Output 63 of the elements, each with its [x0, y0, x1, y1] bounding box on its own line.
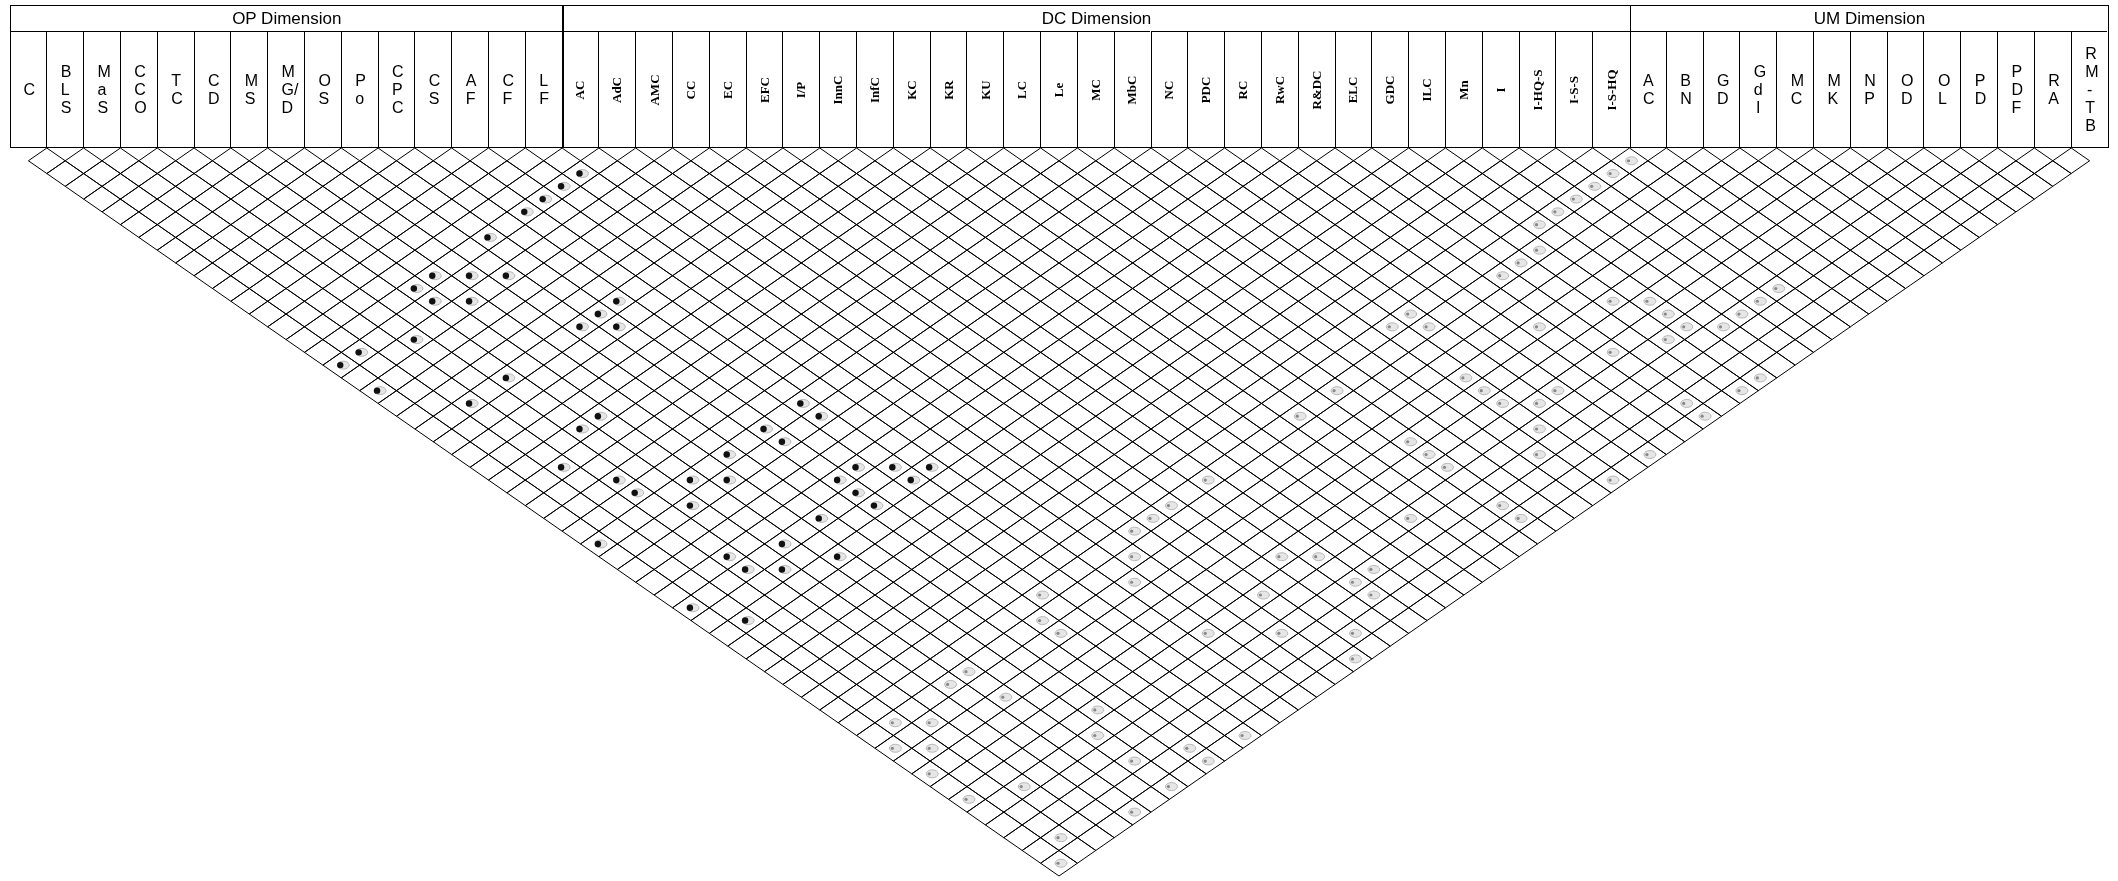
column-header: I-S-S [1555, 31, 1593, 147]
column-header: TC [156, 31, 194, 147]
column-header: MC [1776, 31, 1813, 147]
column-header: BLS [46, 31, 84, 147]
column-header: RM-TB [2070, 31, 2108, 147]
header-group [562, 5, 1631, 148]
column-header: LF [524, 31, 562, 147]
column-header: I [1481, 31, 1519, 147]
column-header: NC [1150, 31, 1188, 147]
header-group [10, 5, 564, 148]
column-header: ELC [1334, 31, 1372, 147]
column-header: CC [672, 31, 709, 147]
column-header: I/P [782, 31, 820, 147]
column-header: OS [303, 31, 341, 147]
column-header: I-HQ-S [1518, 31, 1556, 147]
column-header: AdC [598, 31, 636, 147]
column-header: RA [2033, 31, 2071, 147]
column-header: AF [451, 31, 488, 147]
header-group [1629, 5, 2110, 148]
column-header: KR [929, 31, 967, 147]
column-header: C [9, 31, 47, 147]
column-header: ILC [1408, 31, 1445, 147]
column-header: AC [561, 31, 599, 147]
column-header: CD [193, 31, 231, 147]
column-header: EC [708, 31, 746, 147]
column-header: EFC [745, 31, 783, 147]
column-header: CS [414, 31, 452, 147]
column-header: PDF [1997, 31, 2034, 147]
column-header: Mn [1444, 31, 1482, 147]
column-header: I-S-HQ [1592, 31, 1629, 147]
column-header: PD [1960, 31, 1998, 147]
column-header: AC [1629, 31, 1666, 147]
column-header: MS [230, 31, 268, 147]
column-header: OL [1923, 31, 1961, 147]
column-header: GD [1702, 31, 1740, 147]
column-header: LC [1003, 31, 1041, 147]
column-header: MG/D [267, 31, 304, 147]
column-header: MaS [83, 31, 120, 147]
column-header: GdI [1739, 31, 1777, 147]
column-header: RwC [1260, 31, 1298, 147]
column-header: MK [1813, 31, 1850, 147]
column-header: CCO [119, 31, 157, 147]
column-header: NP [1849, 31, 1887, 147]
column-header: InfC [856, 31, 893, 147]
column-header: RC [1224, 31, 1261, 147]
column-header: BN [1665, 31, 1703, 147]
column-header: InnC [819, 31, 857, 147]
column-header: KC [892, 31, 930, 147]
column-header: AMC [635, 31, 672, 147]
group-title: OP Dimension [231, 8, 343, 30]
column-header: CF [488, 31, 525, 147]
column-header: GDC [1371, 31, 1409, 147]
column-header: OD [1886, 31, 1924, 147]
group-title: UM Dimension [1812, 8, 1927, 30]
column-header: CPC [377, 31, 415, 147]
group-title: DC Dimension [1040, 8, 1153, 30]
column-header: Po [340, 31, 378, 147]
column-header: R&DC [1297, 31, 1335, 147]
column-header: MbC [1113, 31, 1151, 147]
column-header: PDC [1187, 31, 1225, 147]
column-header: MC [1076, 31, 1114, 147]
column-header: KU [966, 31, 1004, 147]
column-header: Le [1040, 31, 1077, 147]
